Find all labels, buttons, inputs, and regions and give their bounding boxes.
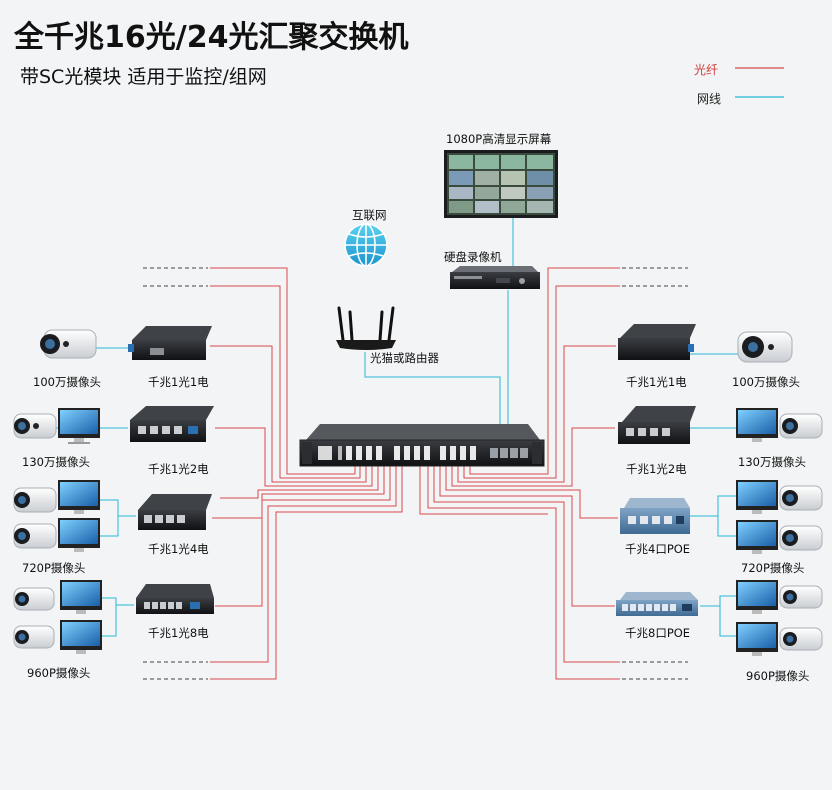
fiber-placeholders-left — [143, 267, 208, 680]
right-poe-4-switch — [620, 498, 690, 534]
right-converter-1g1-label: 千兆1光1电 — [626, 375, 687, 389]
left-camera-720p-label: 720P摄像头 — [22, 561, 86, 575]
left-monitor-720p-a-icon — [58, 480, 100, 514]
right-camera-100w-label: 100万摄像头 — [732, 375, 800, 389]
left-converter-1g8 — [136, 584, 214, 614]
left-camera-100w-label: 100万摄像头 — [33, 375, 101, 389]
right-monitor-960p-a-icon — [736, 580, 778, 614]
network-lines — [54, 218, 738, 637]
left-converter-1g4 — [138, 494, 212, 530]
page-subtitle: 带SC光模块 适用于监控/组网 — [20, 66, 267, 88]
fiber-lines-left — [210, 267, 403, 680]
left-converter-1g1-label: 千兆1光1电 — [148, 375, 209, 389]
internet-globe-icon — [344, 223, 388, 267]
left-camera-130w-label: 130万摄像头 — [22, 455, 90, 469]
left-converter-1g2 — [130, 406, 214, 442]
right-camera-960p-a-icon — [779, 585, 823, 609]
left-camera-720p-a-icon — [13, 487, 57, 513]
right-camera-130w-icon — [779, 413, 823, 439]
nvr-device — [450, 266, 540, 289]
right-poe-8-switch — [616, 592, 698, 616]
left-camera-100w-icon — [40, 329, 97, 359]
right-monitor-720p-a-icon — [736, 480, 778, 514]
right-camera-960p-label: 960P摄像头 — [746, 669, 810, 683]
fiber-placeholders-right — [622, 267, 688, 680]
screen-label: 1080P高清显示屏幕 — [446, 132, 552, 146]
left-monitor-130w-icon — [58, 408, 100, 444]
right-camera-720p-b-icon — [779, 525, 823, 551]
left-converter-1g4-label: 千兆1光4电 — [148, 542, 209, 556]
right-camera-720p-label: 720P摄像头 — [741, 561, 805, 575]
left-camera-130w-icon — [13, 413, 57, 439]
page-title: 全千兆16光/24光汇聚交换机 — [14, 20, 409, 55]
left-monitor-960p-b-icon — [60, 620, 102, 654]
right-camera-960p-b-icon — [779, 627, 823, 651]
left-camera-720p-b-icon — [13, 523, 57, 549]
left-camera-960p-a-icon — [13, 587, 55, 611]
legend-network-label: 网线 — [697, 92, 722, 106]
left-converter-1g1 — [128, 326, 212, 360]
right-poe-8-label: 千兆8口POE — [625, 626, 691, 640]
internet-label: 互联网 — [352, 208, 387, 222]
right-camera-100w-icon — [737, 331, 793, 363]
right-poe-4-label: 千兆4口POE — [625, 542, 691, 556]
right-converter-1g1 — [618, 324, 696, 360]
left-monitor-720p-b-icon — [58, 518, 100, 552]
right-camera-720p-a-icon — [779, 485, 823, 511]
right-monitor-960p-b-icon — [736, 622, 778, 656]
right-camera-130w-label: 130万摄像头 — [738, 455, 806, 469]
router-device — [336, 306, 396, 350]
left-converter-1g8-label: 千兆1光8电 — [148, 626, 209, 640]
legend-fiber-label: 光纤 — [694, 63, 719, 77]
fiber-lines-right — [419, 267, 620, 680]
right-converter-1g2-label: 千兆1光2电 — [626, 462, 687, 476]
left-camera-960p-b-icon — [13, 625, 55, 649]
left-camera-960p-label: 960P摄像头 — [27, 666, 91, 680]
hd-screen — [444, 150, 558, 218]
nvr-label: 硬盘录像机 — [444, 250, 502, 264]
right-monitor-720p-b-icon — [736, 520, 778, 554]
left-converter-1g2-label: 千兆1光2电 — [148, 462, 209, 476]
router-label: 光猫或路由器 — [370, 351, 439, 365]
right-converter-1g2 — [618, 406, 696, 444]
right-monitor-130w-icon — [736, 408, 778, 442]
core-switch — [299, 424, 545, 467]
left-monitor-960p-a-icon — [60, 580, 102, 614]
